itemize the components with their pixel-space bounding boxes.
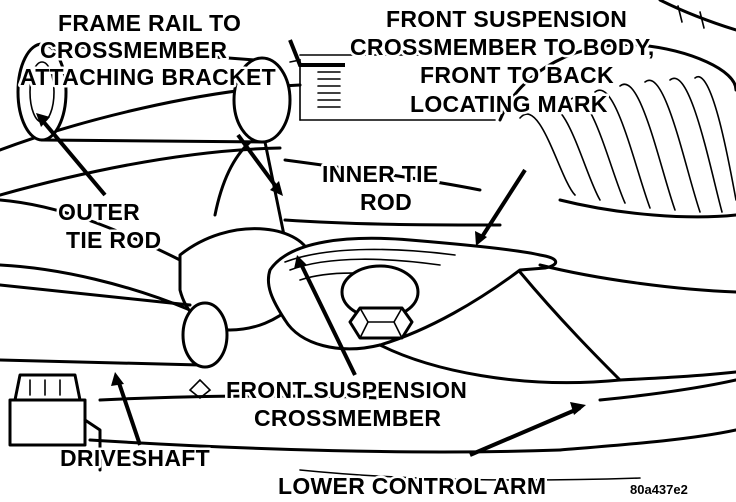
- outer-tie-rod: [0, 198, 313, 332]
- leader-driveshaft: [116, 379, 142, 446]
- label-lower-control-arm: LOWER CONTROL ARM: [278, 473, 546, 499]
- crossmember-plate: [266, 236, 736, 385]
- steering-boot: [498, 0, 736, 219]
- leader-crossmember-to-body: [288, 39, 345, 67]
- label-driveshaft: DRIVESHAFT: [60, 445, 210, 471]
- label-inner-tie-rod-line-1: INNER TIE: [322, 161, 438, 187]
- label-crossmember-body-line-2: CROSSMEMBER TO BODY,: [350, 34, 655, 60]
- crossmember-bolt: [340, 264, 420, 340]
- label-crossmember-body-line-3: FRONT TO BACK: [420, 62, 614, 88]
- arrowhead-lower-control-arm: [570, 402, 586, 415]
- inner-tie-rod: [283, 158, 502, 227]
- frame-rail: [0, 42, 501, 197]
- arrowhead-driveshaft: [111, 372, 124, 386]
- leader-lower-control-arm: [469, 406, 581, 457]
- leader-lines: [36, 39, 586, 457]
- label-outer-tie-rod-line-2: TIE ROD: [66, 227, 161, 253]
- arrowhead-outer-tie-rod: [36, 113, 50, 127]
- label-outer-tie-rod-line-1: OUTER: [58, 199, 140, 225]
- label-inner-tie-rod-line-2: ROD: [360, 189, 412, 215]
- arrowhead-crossmember: [294, 255, 307, 269]
- label-crossmember-body-line-1: FRONT SUSPENSION: [386, 6, 627, 32]
- arrowhead-frame-rail-bracket: [270, 181, 283, 196]
- label-frame-rail-line-1: FRAME RAIL TO: [58, 10, 241, 36]
- label-frame-rail-line-3: ATTACHING BRACKET: [20, 64, 276, 90]
- lower-control-arm: [88, 378, 736, 481]
- callouts: FRAME RAIL TO CROSSMEMBER ATTACHING BRAC…: [18, 4, 688, 502]
- arrowhead-locating-mark: [475, 231, 487, 246]
- leader-outer-tie-rod: [40, 118, 107, 197]
- locating-mark-hatch: [317, 64, 341, 108]
- leader-crossmember: [298, 261, 357, 376]
- label-crossmember-line-2: CROSSMEMBER: [254, 405, 441, 431]
- driveshaft-nut: [8, 373, 102, 472]
- leader-frame-rail-bracket: [236, 133, 282, 194]
- label-crossmember-line-1: FRONT SUSPENSION: [226, 377, 467, 403]
- driveshaft-tube: [0, 283, 229, 400]
- leader-locating-mark: [478, 168, 527, 242]
- illustration: [0, 0, 736, 481]
- label-crossmember-body-line-4: LOCATING MARK: [410, 91, 608, 117]
- figure-code: 80a437e2: [630, 482, 688, 497]
- label-frame-rail-line-2: CROSSMEMBER: [40, 37, 227, 63]
